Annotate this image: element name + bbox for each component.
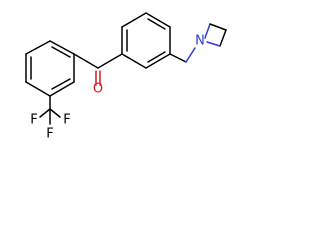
trifluoromethyl-group — [39, 95, 61, 125]
oxygen-atom-label: O — [93, 82, 103, 97]
nitrogen-atom-label: N — [195, 34, 205, 49]
fluorine-atom-label-right: F — [63, 113, 70, 128]
fluorine-atom-label-bottom: F — [46, 127, 53, 142]
left-benzene-ring — [25, 40, 75, 97]
fluorine-atom-label-left: F — [30, 113, 37, 128]
methylene-linker — [169, 47, 196, 63]
ketone-linkage — [73, 53, 123, 86]
azetidine-ring — [204, 23, 227, 47]
molecule-structure: O N F F F — [25, 12, 227, 142]
right-benzene-ring — [121, 12, 171, 69]
